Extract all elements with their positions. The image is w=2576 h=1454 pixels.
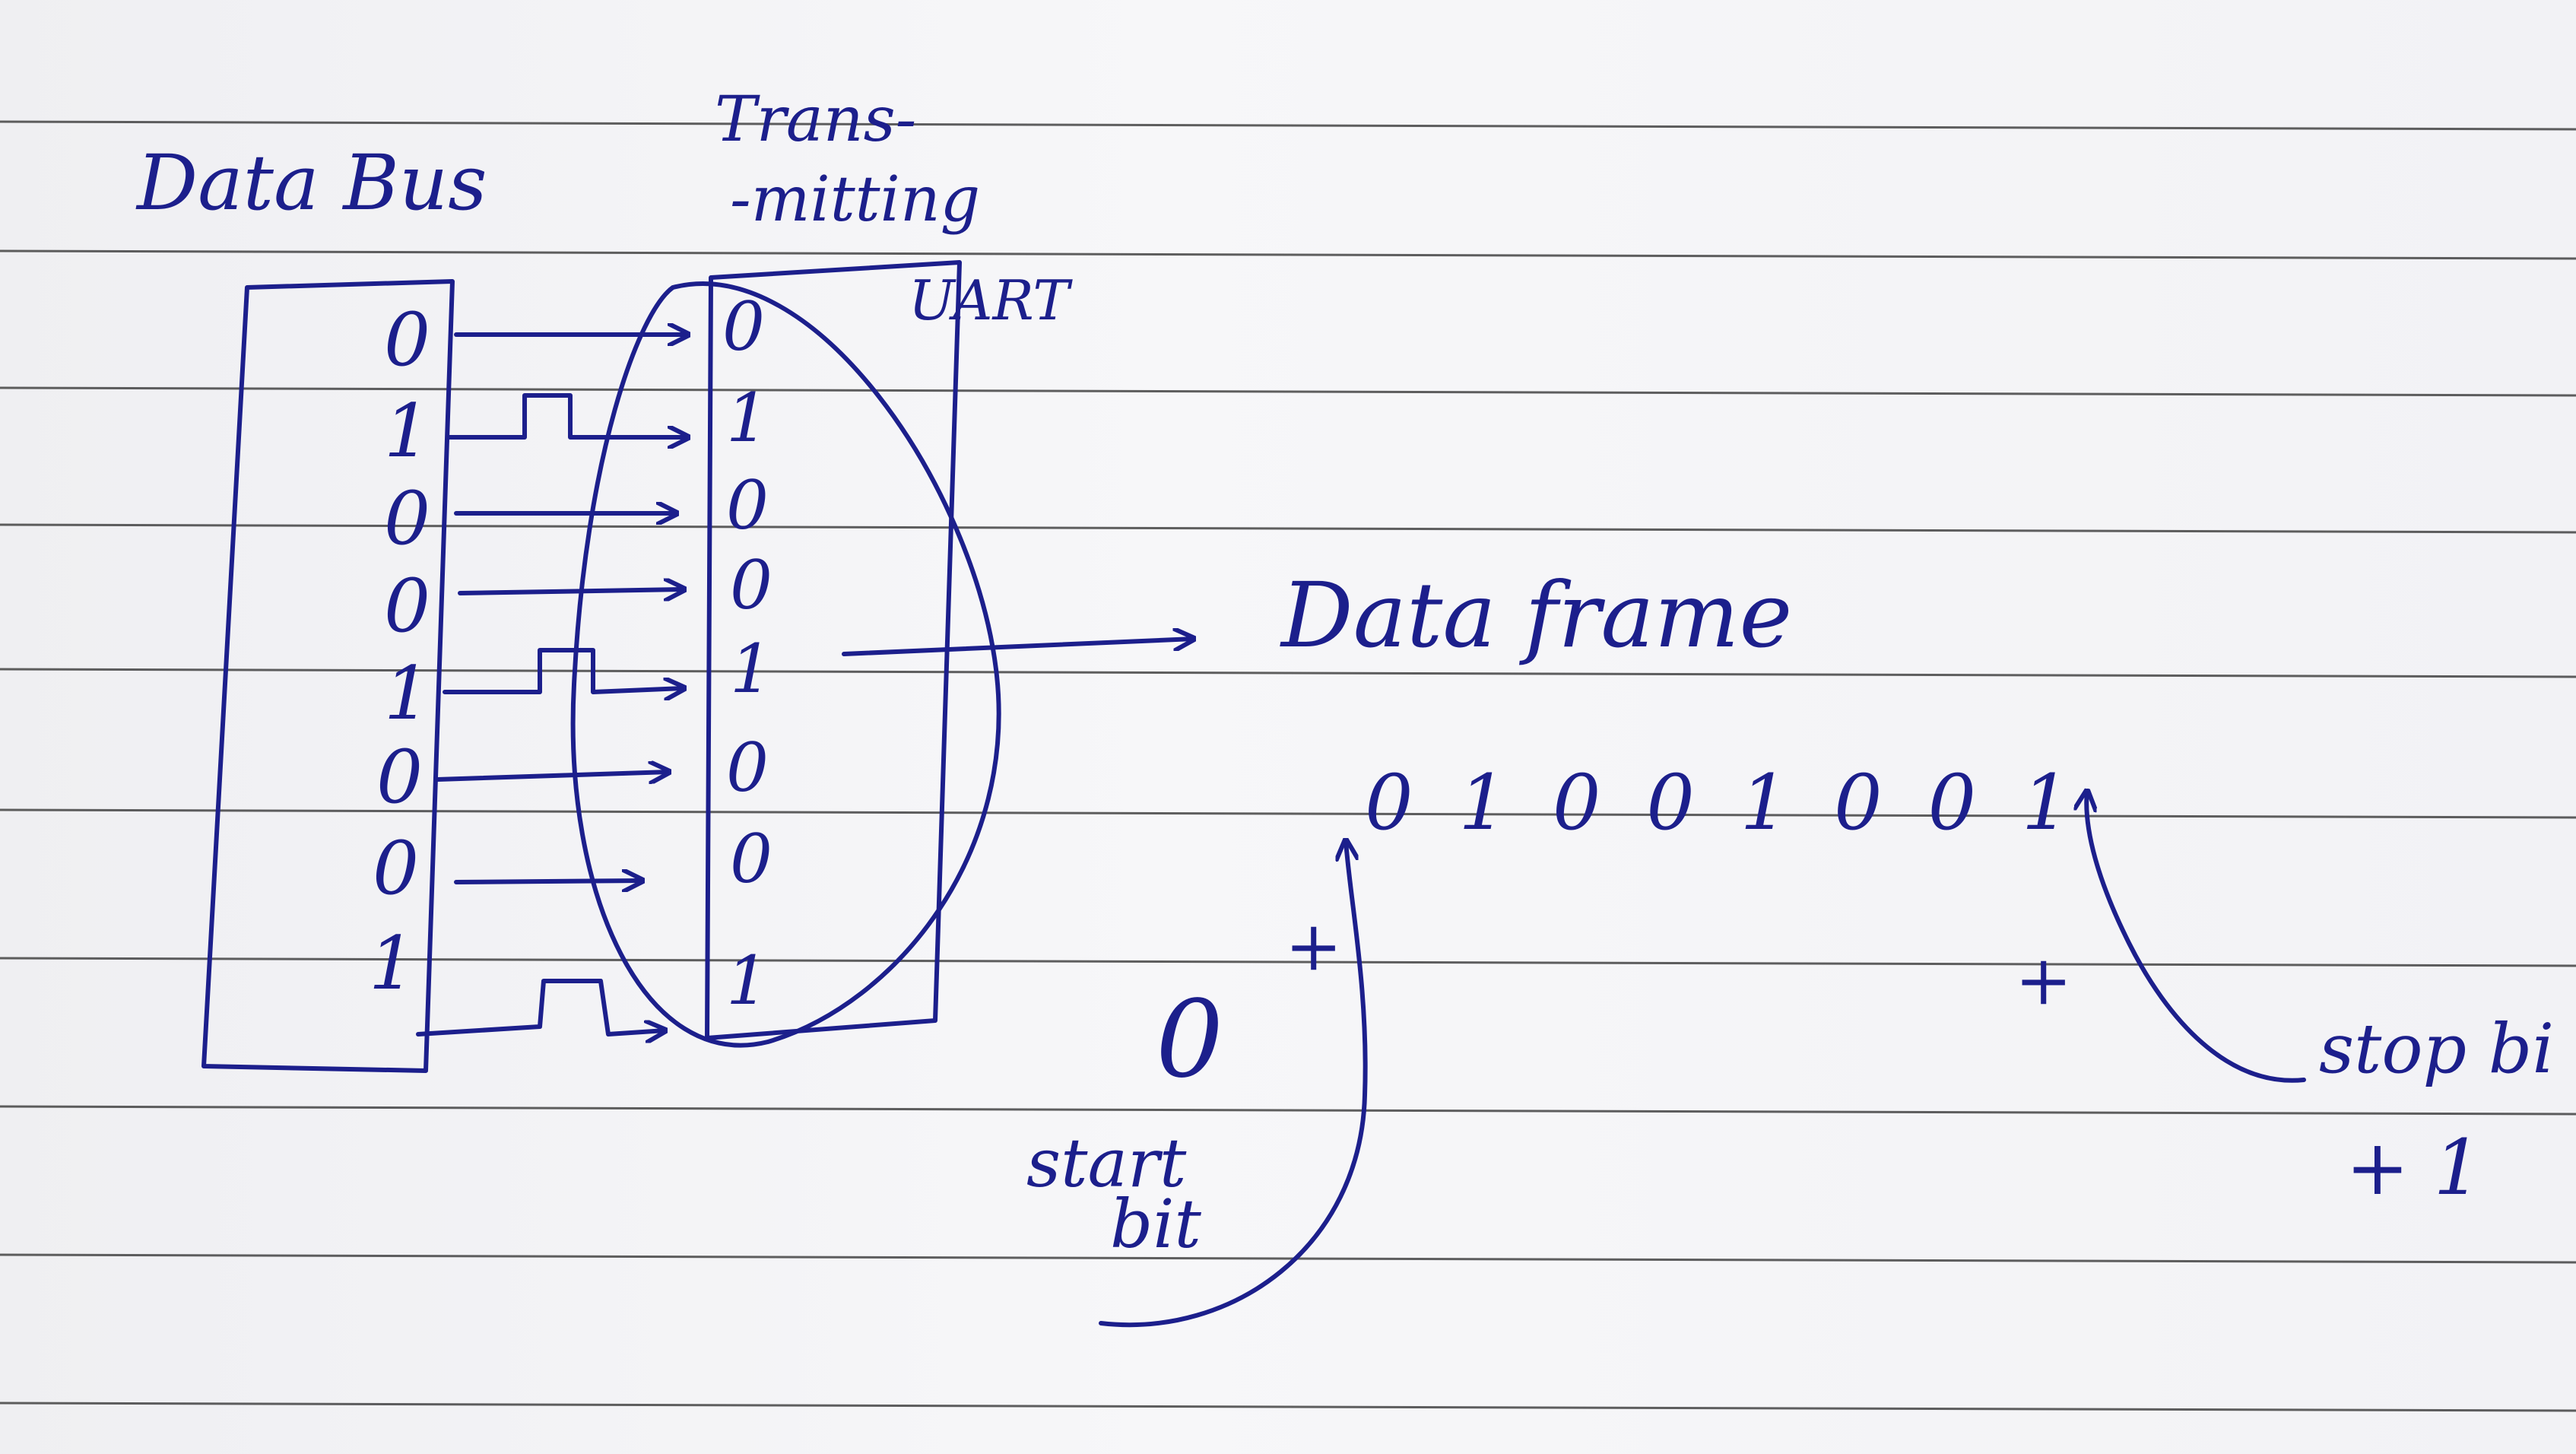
- uart-bit: 1: [726, 379, 769, 457]
- data-frame-arrow: [842, 639, 1194, 656]
- data-bus-bit: 1: [369, 921, 415, 1006]
- uart-bit: 0: [726, 466, 769, 544]
- data-bus-label: Data Bus: [135, 138, 487, 227]
- bit-transfer-arrows: [416, 335, 690, 1034]
- data-bus-bit: 0: [384, 297, 430, 383]
- data-bus-bit: 0: [376, 735, 423, 820]
- start-bit-value: 0: [1156, 978, 1223, 1102]
- uart-bit: 1: [726, 941, 769, 1020]
- data-bus-bit: 0: [373, 826, 419, 911]
- uart-bit: 0: [730, 546, 772, 624]
- start-bit-label-line1: start: [1026, 1124, 1187, 1202]
- bit-arrow-pulse: [446, 393, 690, 437]
- transmitting-label-line1: Trans-: [715, 84, 916, 156]
- uart-label: UART: [909, 268, 1073, 332]
- uart-bits: 0 1 0 0 1 0 0 1: [722, 287, 772, 1020]
- uart-bit: 0: [726, 729, 769, 807]
- uart-bit: 0: [722, 287, 765, 366]
- uart-bit: 1: [730, 630, 772, 708]
- bit-arrow-pulse: [416, 979, 665, 1034]
- data-bus-bit: 1: [384, 651, 430, 736]
- stop-bit-label: stop bi: [2319, 1009, 2554, 1089]
- data-bus-bit: 0: [384, 476, 430, 561]
- stop-bit-value: + 1: [2346, 1123, 2482, 1212]
- frame-bits: 0 1 0 0 1 0 0 1: [1365, 758, 2081, 847]
- start-bit-label-line2: bit: [1110, 1185, 1201, 1263]
- bit-arrow-pulse: [443, 648, 684, 692]
- start-plus-sign: +: [1285, 906, 1342, 986]
- bit-arrow: [458, 589, 684, 593]
- start-bit-arrow: [1099, 840, 1368, 1328]
- data-bus-bits: 0 1 0 0 1 0 0 1: [369, 297, 430, 1006]
- stop-plus-sign: +: [2015, 941, 2072, 1021]
- data-frame-label: Data frame: [1280, 563, 1792, 668]
- uart-bit: 0: [730, 820, 772, 898]
- uart-register: [705, 260, 962, 1040]
- bit-arrow: [454, 881, 642, 882]
- data-bus-bit: 0: [384, 564, 430, 649]
- stop-bit-arrow: [2086, 791, 2306, 1083]
- uart-grouping-loop: [570, 281, 1001, 1048]
- data-bus-bit: 1: [384, 389, 430, 474]
- transmitting-label-line2: -mitting: [730, 163, 980, 236]
- bit-arrow: [435, 772, 669, 779]
- data-bus-register: [201, 279, 455, 1073]
